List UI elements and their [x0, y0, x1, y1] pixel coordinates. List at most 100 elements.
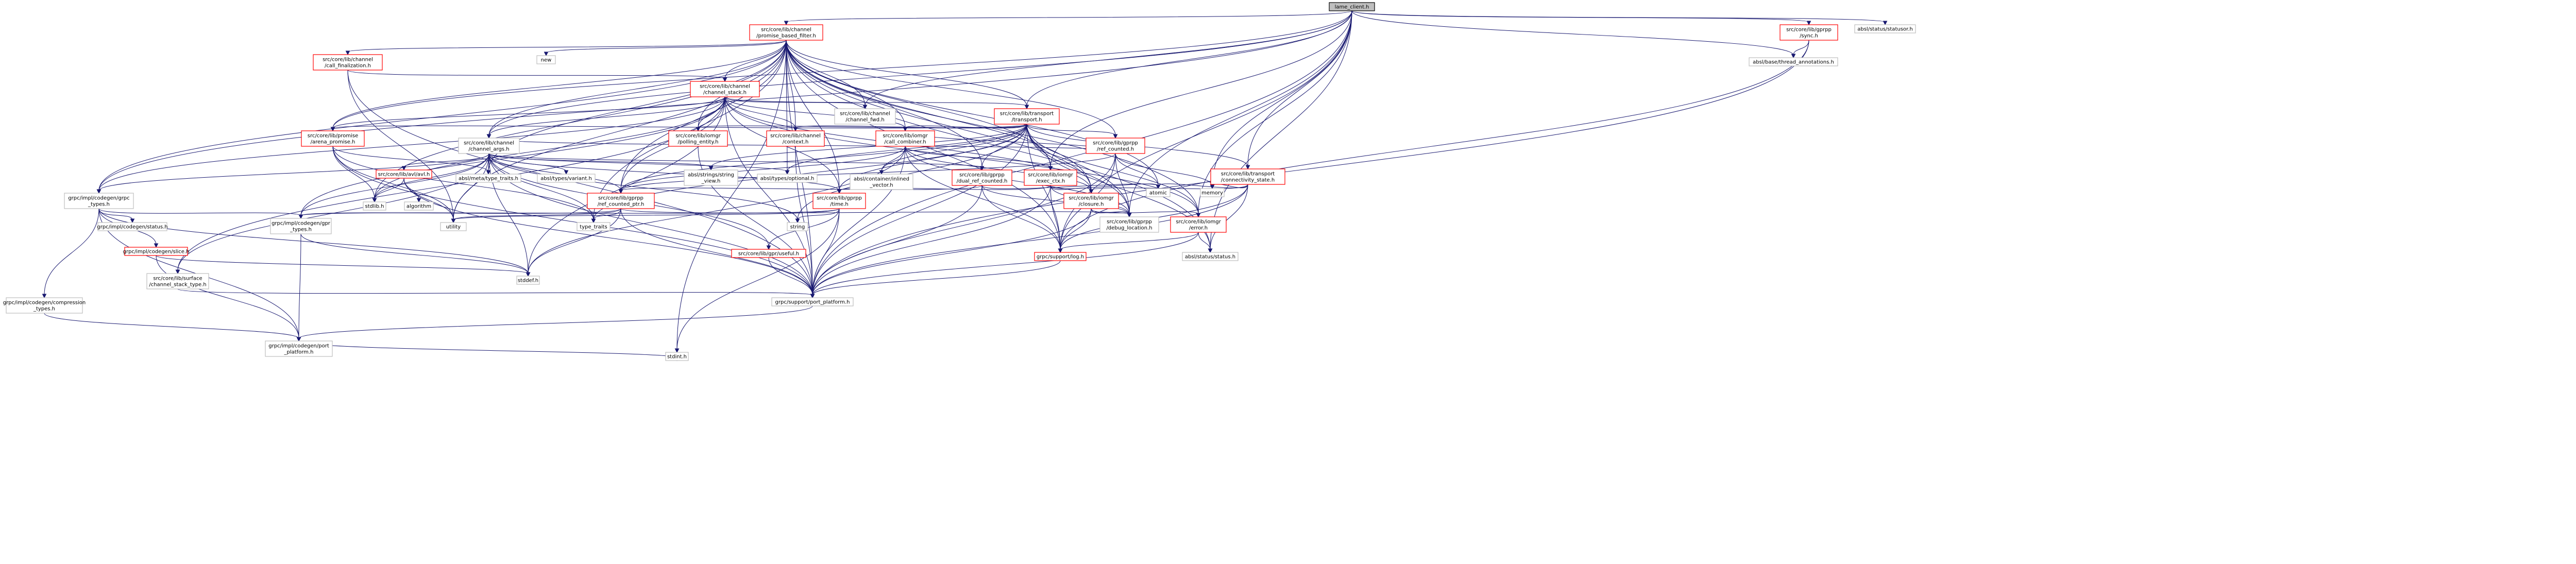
include-edge-n28-n41: [298, 208, 621, 219]
include-edge-n31-n46: [42, 208, 99, 299]
header-node-n37: string: [787, 222, 808, 231]
include-edge-n1-n6: [786, 40, 1029, 110]
include-edge-n1-n3: [544, 40, 787, 57]
include-edge-n6-n14: [1026, 124, 1118, 139]
include-edge-n1-n23: [785, 40, 790, 175]
header-node-n11[interactable]: src/core/lib/iomgr/call_combiner.h: [875, 130, 935, 147]
include-edge-n6-n11: [903, 124, 1027, 132]
header-node-n15[interactable]: src/core/lib/transport/connectivity_stat…: [1210, 168, 1285, 185]
header-node-label: /dual_ref_counted.h: [957, 179, 1008, 184]
header-node-label: _vector.h: [869, 183, 893, 189]
header-node-n16[interactable]: src/core/lib/gprpp/sync.h: [1780, 24, 1838, 41]
header-node-n30[interactable]: src/core/lib/iomgr/error.h: [1170, 216, 1227, 233]
include-edge-n4-n32: [526, 96, 725, 277]
header-node-label: /ref_counted_ptr.h: [598, 202, 645, 208]
header-node-n42[interactable]: src/core/lib/gpr/useful.h: [731, 249, 806, 258]
header-node-label: /channel_stack.h: [703, 90, 747, 96]
include-edge-n6-n10: [793, 124, 1027, 132]
header-node-label: src/core/lib/iomgr: [1028, 173, 1073, 178]
include-edge-n6-n9: [696, 124, 1027, 132]
include-edge-n8-n31: [96, 153, 489, 194]
header-node-label: src/core/lib/gprpp: [817, 196, 862, 201]
header-node-n14[interactable]: src/core/lib/gprpp/ref_counted.h: [1086, 138, 1145, 154]
include-edge-n11-n13: [905, 146, 1053, 171]
include-edge-n7-n47: [332, 146, 815, 299]
include-edge-n0-n16: [1351, 10, 1811, 26]
header-node-label: grpc/impl/codegen/gpr: [272, 221, 331, 227]
include-edge-n2-n47: [347, 70, 815, 299]
include-edge-n40-n32: [156, 255, 531, 277]
include-edge-n0-n30: [1196, 10, 1352, 218]
include-edge-n28-n32: [526, 208, 621, 277]
header-node-n43[interactable]: grpc/support/log.h: [1034, 252, 1087, 261]
include-edge-n8-n22: [488, 153, 714, 171]
header-node-label: _types.h: [88, 202, 110, 208]
header-node-label: /channel_stack_type.h: [149, 282, 206, 288]
header-node-label: /channel_args.h: [468, 147, 509, 152]
header-node-n36: type_traits: [577, 222, 611, 231]
include-edge-n30-n18: [1198, 232, 1213, 253]
header-node-n2[interactable]: src/core/lib/channel/call_finalization.h: [313, 54, 383, 71]
header-node-n7[interactable]: src/core/lib/promise/arena_promise.h: [301, 130, 365, 147]
include-edge-n1-n20: [486, 40, 787, 175]
include-edge-n28-n38: [620, 208, 1132, 218]
header-node-n19[interactable]: src/core/lib/avl/avl.h: [376, 169, 432, 179]
include-edge-n0-n26: [1210, 10, 1352, 190]
header-node-label: /exec_ctx.h: [1036, 179, 1065, 184]
header-node-label: /time.h: [830, 202, 848, 208]
header-node-label: src/core/lib/promise: [308, 133, 359, 139]
header-node-n13[interactable]: src/core/lib/iomgr/exec_ctx.h: [1024, 169, 1077, 186]
header-node-label: /transport.h: [1011, 117, 1042, 123]
include-edge-n44-n47: [177, 288, 815, 299]
header-node-label: src/core/lib/gpr/useful.h: [738, 251, 799, 257]
include-edge-n1-n30: [786, 40, 1201, 218]
include-edge-n0-n8: [486, 10, 1352, 139]
include-edge-n12-n28: [618, 185, 982, 194]
header-node-n28[interactable]: src/core/lib/gprpp/ref_counted_ptr.h: [587, 193, 655, 209]
header-node-label: grpc/impl/codegen/port: [268, 344, 329, 349]
header-node-label: absl/status/status.h: [1185, 254, 1235, 260]
header-node-n6[interactable]: src/core/lib/transport/transport.h: [994, 108, 1060, 125]
header-node-n22: absl/strings/string_view.h: [684, 169, 738, 186]
header-node-n48: grpc/impl/codegen/port_platform.h: [265, 340, 333, 357]
include-edge-n7-n35: [332, 146, 456, 224]
include-edge-n8-n19: [401, 153, 489, 171]
header-node-label: stdint.h: [667, 354, 687, 360]
include-edge-n4-n6: [724, 96, 1029, 110]
header-node-n12[interactable]: src/core/lib/gprpp/dual_ref_counted.h: [952, 169, 1012, 186]
include-edge-n4-n5: [724, 96, 868, 110]
header-node-n40[interactable]: grpc/impl/codegen/slice.h: [123, 247, 190, 256]
header-node-n1[interactable]: src/core/lib/channel/promise_based_filte…: [749, 24, 823, 41]
header-node-label: /call_combiner.h: [884, 140, 926, 145]
header-node-n39: grpc/impl/codegen/status.h: [97, 222, 168, 231]
header-node-n31: grpc/impl/codegen/grpc_types.h: [64, 193, 134, 209]
header-node-label: absl/status/statusor.h: [1857, 27, 1913, 32]
header-node-n0[interactable]: lame_client.h: [1329, 2, 1375, 11]
include-edge-n0-n38: [1127, 10, 1352, 218]
header-node-label: memory: [1201, 191, 1223, 196]
include-edge-n15-n47: [810, 184, 1248, 299]
header-node-label: _types.h: [290, 227, 312, 233]
header-node-n27[interactable]: src/core/lib/iomgr/closure.h: [1063, 193, 1119, 209]
header-node-n4[interactable]: src/core/lib/channel/channel_stack.h: [690, 81, 760, 97]
header-node-label: lame_client.h: [1335, 5, 1369, 10]
header-node-label: src/core/lib/channel: [761, 27, 811, 33]
header-node-n9[interactable]: src/core/lib/iomgr/polling_entity.h: [668, 130, 728, 147]
header-node-label: _types.h: [33, 306, 55, 312]
include-edge-n16-n17: [1791, 40, 1809, 59]
include-edge-n46-n48: [44, 313, 301, 342]
header-node-n29[interactable]: src/core/lib/gprpp/time.h: [812, 193, 866, 209]
header-node-label: grpc/support/port_platform.h: [775, 300, 850, 305]
header-node-label: grpc/support/log.h: [1037, 254, 1084, 260]
include-edge-n6-n47: [810, 124, 1027, 299]
header-node-label: /channel_fwd.h: [845, 117, 884, 123]
include-edge-n6-n7: [330, 124, 1027, 132]
header-node-label: /polling_entity.h: [678, 140, 719, 145]
header-node-label: /closure.h: [1079, 202, 1104, 208]
header-node-n25: atomic: [1146, 188, 1171, 197]
header-node-label: src/core/lib/transport: [1000, 111, 1054, 117]
header-node-n10[interactable]: src/core/lib/channel/context.h: [766, 130, 825, 147]
include-edge-n19-n33: [372, 178, 404, 203]
header-node-label: src/core/lib/iomgr: [1176, 219, 1221, 225]
